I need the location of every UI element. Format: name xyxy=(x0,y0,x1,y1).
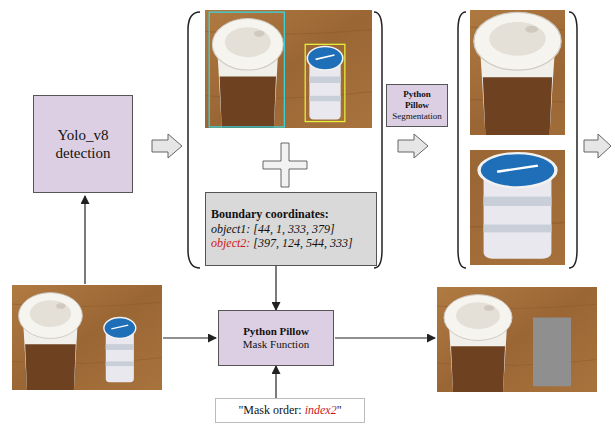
text-group: Boundary coordinates:object1: [44, 1, 33… xyxy=(211,207,371,250)
coordinates-box: Boundary coordinates:object1: [44, 1, 33… xyxy=(205,192,377,266)
process-box: Python PillowMask Function xyxy=(218,310,334,366)
heading-text: Boundary coordinates: xyxy=(211,207,371,221)
text-group: Python PillowMask Function xyxy=(243,325,309,351)
body-text: index2 xyxy=(305,403,337,417)
text-group: "Mask order: index2" xyxy=(238,403,341,417)
connector-arrow xyxy=(275,266,276,310)
connector-arrow xyxy=(275,366,276,398)
body-text: object1: [44, 1, 333, 379] xyxy=(211,222,371,236)
input-note: "Mask order: index2" xyxy=(215,398,365,423)
text-group: Yolo_v8 detection xyxy=(39,126,127,162)
body-text: Yolo_v8 detection xyxy=(39,126,127,162)
process-box: Python PillowSegmentation xyxy=(386,84,448,127)
body-text: Segmentation xyxy=(392,111,442,122)
heading-text: Python Pillow xyxy=(392,89,442,111)
process-box: Yolo_v8 detection xyxy=(33,95,133,193)
body-text: " xyxy=(337,403,342,417)
text-group: Python PillowSegmentation xyxy=(392,89,442,121)
heading-text: Python Pillow xyxy=(243,325,309,338)
body-text: object2: xyxy=(211,236,250,250)
body-text: [397, 124, 544, 333] xyxy=(253,236,352,250)
body-text: Mask Function xyxy=(243,338,309,351)
body-text: "Mask order: xyxy=(238,403,301,417)
